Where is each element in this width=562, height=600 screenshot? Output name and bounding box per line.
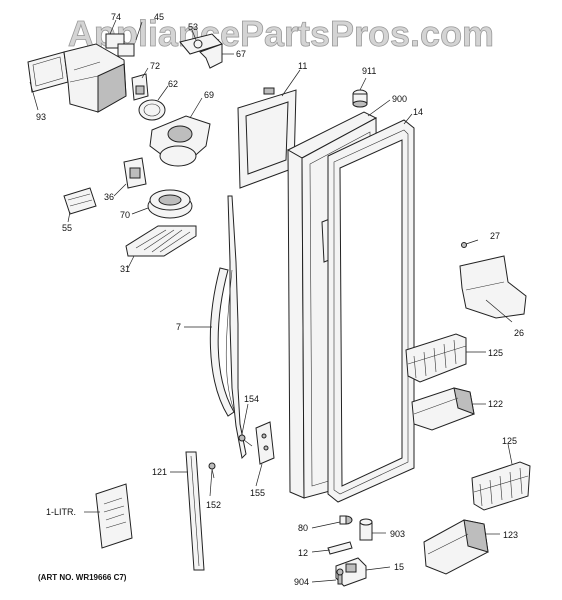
part-70-ring [147, 189, 193, 219]
part-labels: 74 45 53 67 72 62 93 69 11 911 900 14 36… [36, 12, 524, 587]
part-12-lever [327, 541, 353, 555]
label-12: 12 [298, 548, 308, 558]
label-36: 36 [104, 192, 114, 202]
part-125-bin-lower [471, 461, 531, 511]
part-62-ring [138, 99, 166, 121]
watermark: AppliancePartsPros.com [68, 13, 494, 54]
label-27: 27 [490, 231, 500, 241]
part-11-frame [237, 87, 297, 189]
part-69-funnel [149, 115, 211, 167]
label-45: 45 [154, 12, 164, 22]
part-15-bracket [335, 557, 367, 587]
label-93: 93 [36, 112, 46, 122]
label-125-lower: 125 [502, 436, 517, 446]
part-123-shelf [423, 519, 489, 575]
part-125-bin-upper [405, 333, 467, 383]
part-72-bracket [131, 73, 149, 101]
part-55-module [63, 187, 97, 215]
label-62: 62 [168, 79, 178, 89]
part-155-hinge [255, 421, 275, 465]
label-7: 7 [176, 322, 181, 332]
part-7-strip [209, 195, 247, 460]
label-14: 14 [413, 107, 423, 117]
label-70: 70 [120, 210, 130, 220]
part-154-screw [238, 434, 253, 447]
part-27-screw [461, 239, 479, 248]
part-122-shelf [411, 387, 475, 431]
label-911: 911 [362, 66, 376, 76]
label-152: 152 [206, 500, 221, 510]
label-67: 67 [236, 49, 246, 59]
part-1-litr-manual [95, 483, 133, 549]
part-36-switch [123, 157, 147, 189]
label-155: 155 [250, 488, 265, 498]
label-69: 69 [204, 90, 214, 100]
label-1-litr: 1-LITR. [46, 507, 76, 517]
part-26-cover [459, 255, 527, 319]
label-11: 11 [298, 61, 307, 71]
label-74: 74 [111, 12, 121, 22]
part-121-handle [185, 451, 205, 571]
label-55: 55 [62, 223, 72, 233]
label-122: 122 [488, 399, 503, 409]
label-26: 26 [514, 328, 524, 338]
part-903-cylinder [359, 518, 373, 541]
label-121: 121 [152, 467, 167, 477]
label-72: 72 [150, 61, 160, 71]
part-31-grille [125, 225, 197, 257]
label-154: 154 [244, 394, 259, 404]
part-152-screw [208, 462, 216, 479]
label-53: 53 [188, 22, 198, 32]
part-67-bracket [179, 33, 223, 69]
label-80: 80 [298, 523, 308, 533]
label-900: 900 [392, 94, 407, 104]
leader-lines [29, 19, 513, 583]
label-31: 31 [120, 264, 130, 274]
part-93-bracket [27, 33, 135, 113]
label-15: 15 [394, 562, 404, 572]
part-80-knob [339, 515, 353, 525]
label-125-upper: 125 [488, 348, 503, 358]
part-904-screw [336, 568, 344, 585]
part-14-gasket [327, 119, 415, 503]
part-911-cap [352, 89, 368, 108]
label-903: 903 [390, 529, 405, 539]
label-904: 904 [294, 577, 309, 587]
label-123: 123 [503, 530, 518, 540]
art-number: (ART NO. WR19666 C7) [38, 573, 127, 582]
